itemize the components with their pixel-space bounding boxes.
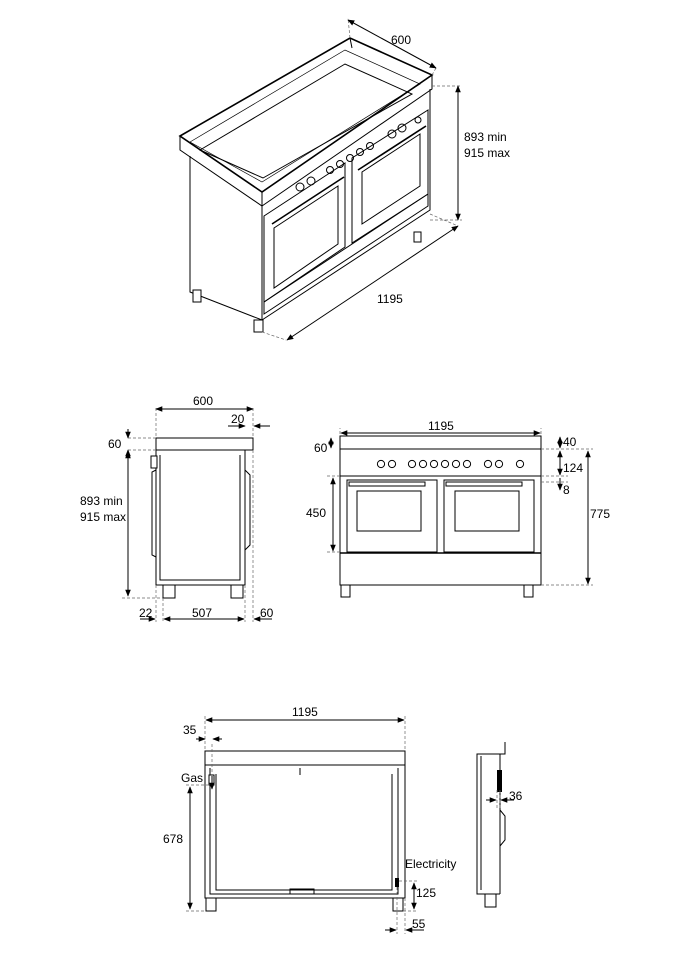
perspective-height-max-label: 915 max (464, 146, 510, 160)
side-height-min-label: 893 min (80, 494, 123, 508)
side-rear-offset-label: 60 (260, 606, 274, 620)
front-oven-label: 450 (306, 506, 326, 520)
knob-row-front (376, 459, 525, 469)
rear-gas-label: Gas (181, 771, 203, 785)
perspective-height-min-label: 893 min (464, 130, 507, 144)
front-panel-label: 124 (563, 461, 583, 475)
rear-side-view: 36 (476, 742, 523, 908)
rear-elec-offset-label: 55 (412, 917, 426, 931)
front-worktop-label: 775 (590, 507, 610, 521)
side-depth-label: 600 (193, 394, 213, 408)
rear-left-offset-label: 35 (183, 723, 197, 737)
rear-gas-height-label: 678 (163, 832, 183, 846)
side-view: 600 20 60 893 min 915 max 22 507 60 (80, 394, 274, 622)
side-top-label: 60 (108, 437, 122, 451)
rear-side-depth-label: 36 (509, 789, 523, 803)
side-front-offset-label: 22 (139, 606, 153, 620)
front-width-label: 1195 (428, 419, 454, 433)
front-gap-label: 8 (563, 483, 570, 497)
side-height-max-label: 915 max (80, 510, 126, 524)
perspective-view: 600 893 min 915 max 1195 (178, 17, 510, 341)
perspective-width-label: 1195 (377, 292, 403, 306)
side-back-offset-label: 20 (231, 412, 245, 426)
side-base-label: 507 (192, 606, 212, 620)
rear-elec-height-label: 125 (416, 886, 436, 900)
rear-elec-label: Electricity (405, 857, 456, 871)
front-view: 1195 60 450 40 124 8 775 (306, 419, 610, 598)
front-panel-top-label: 40 (563, 435, 577, 449)
perspective-depth-label: 600 (391, 33, 411, 47)
rear-width-label: 1195 (292, 705, 318, 719)
front-top-label: 60 (314, 441, 328, 455)
rear-view: 1195 35 Gas 678 Electricity 125 55 (163, 705, 456, 934)
